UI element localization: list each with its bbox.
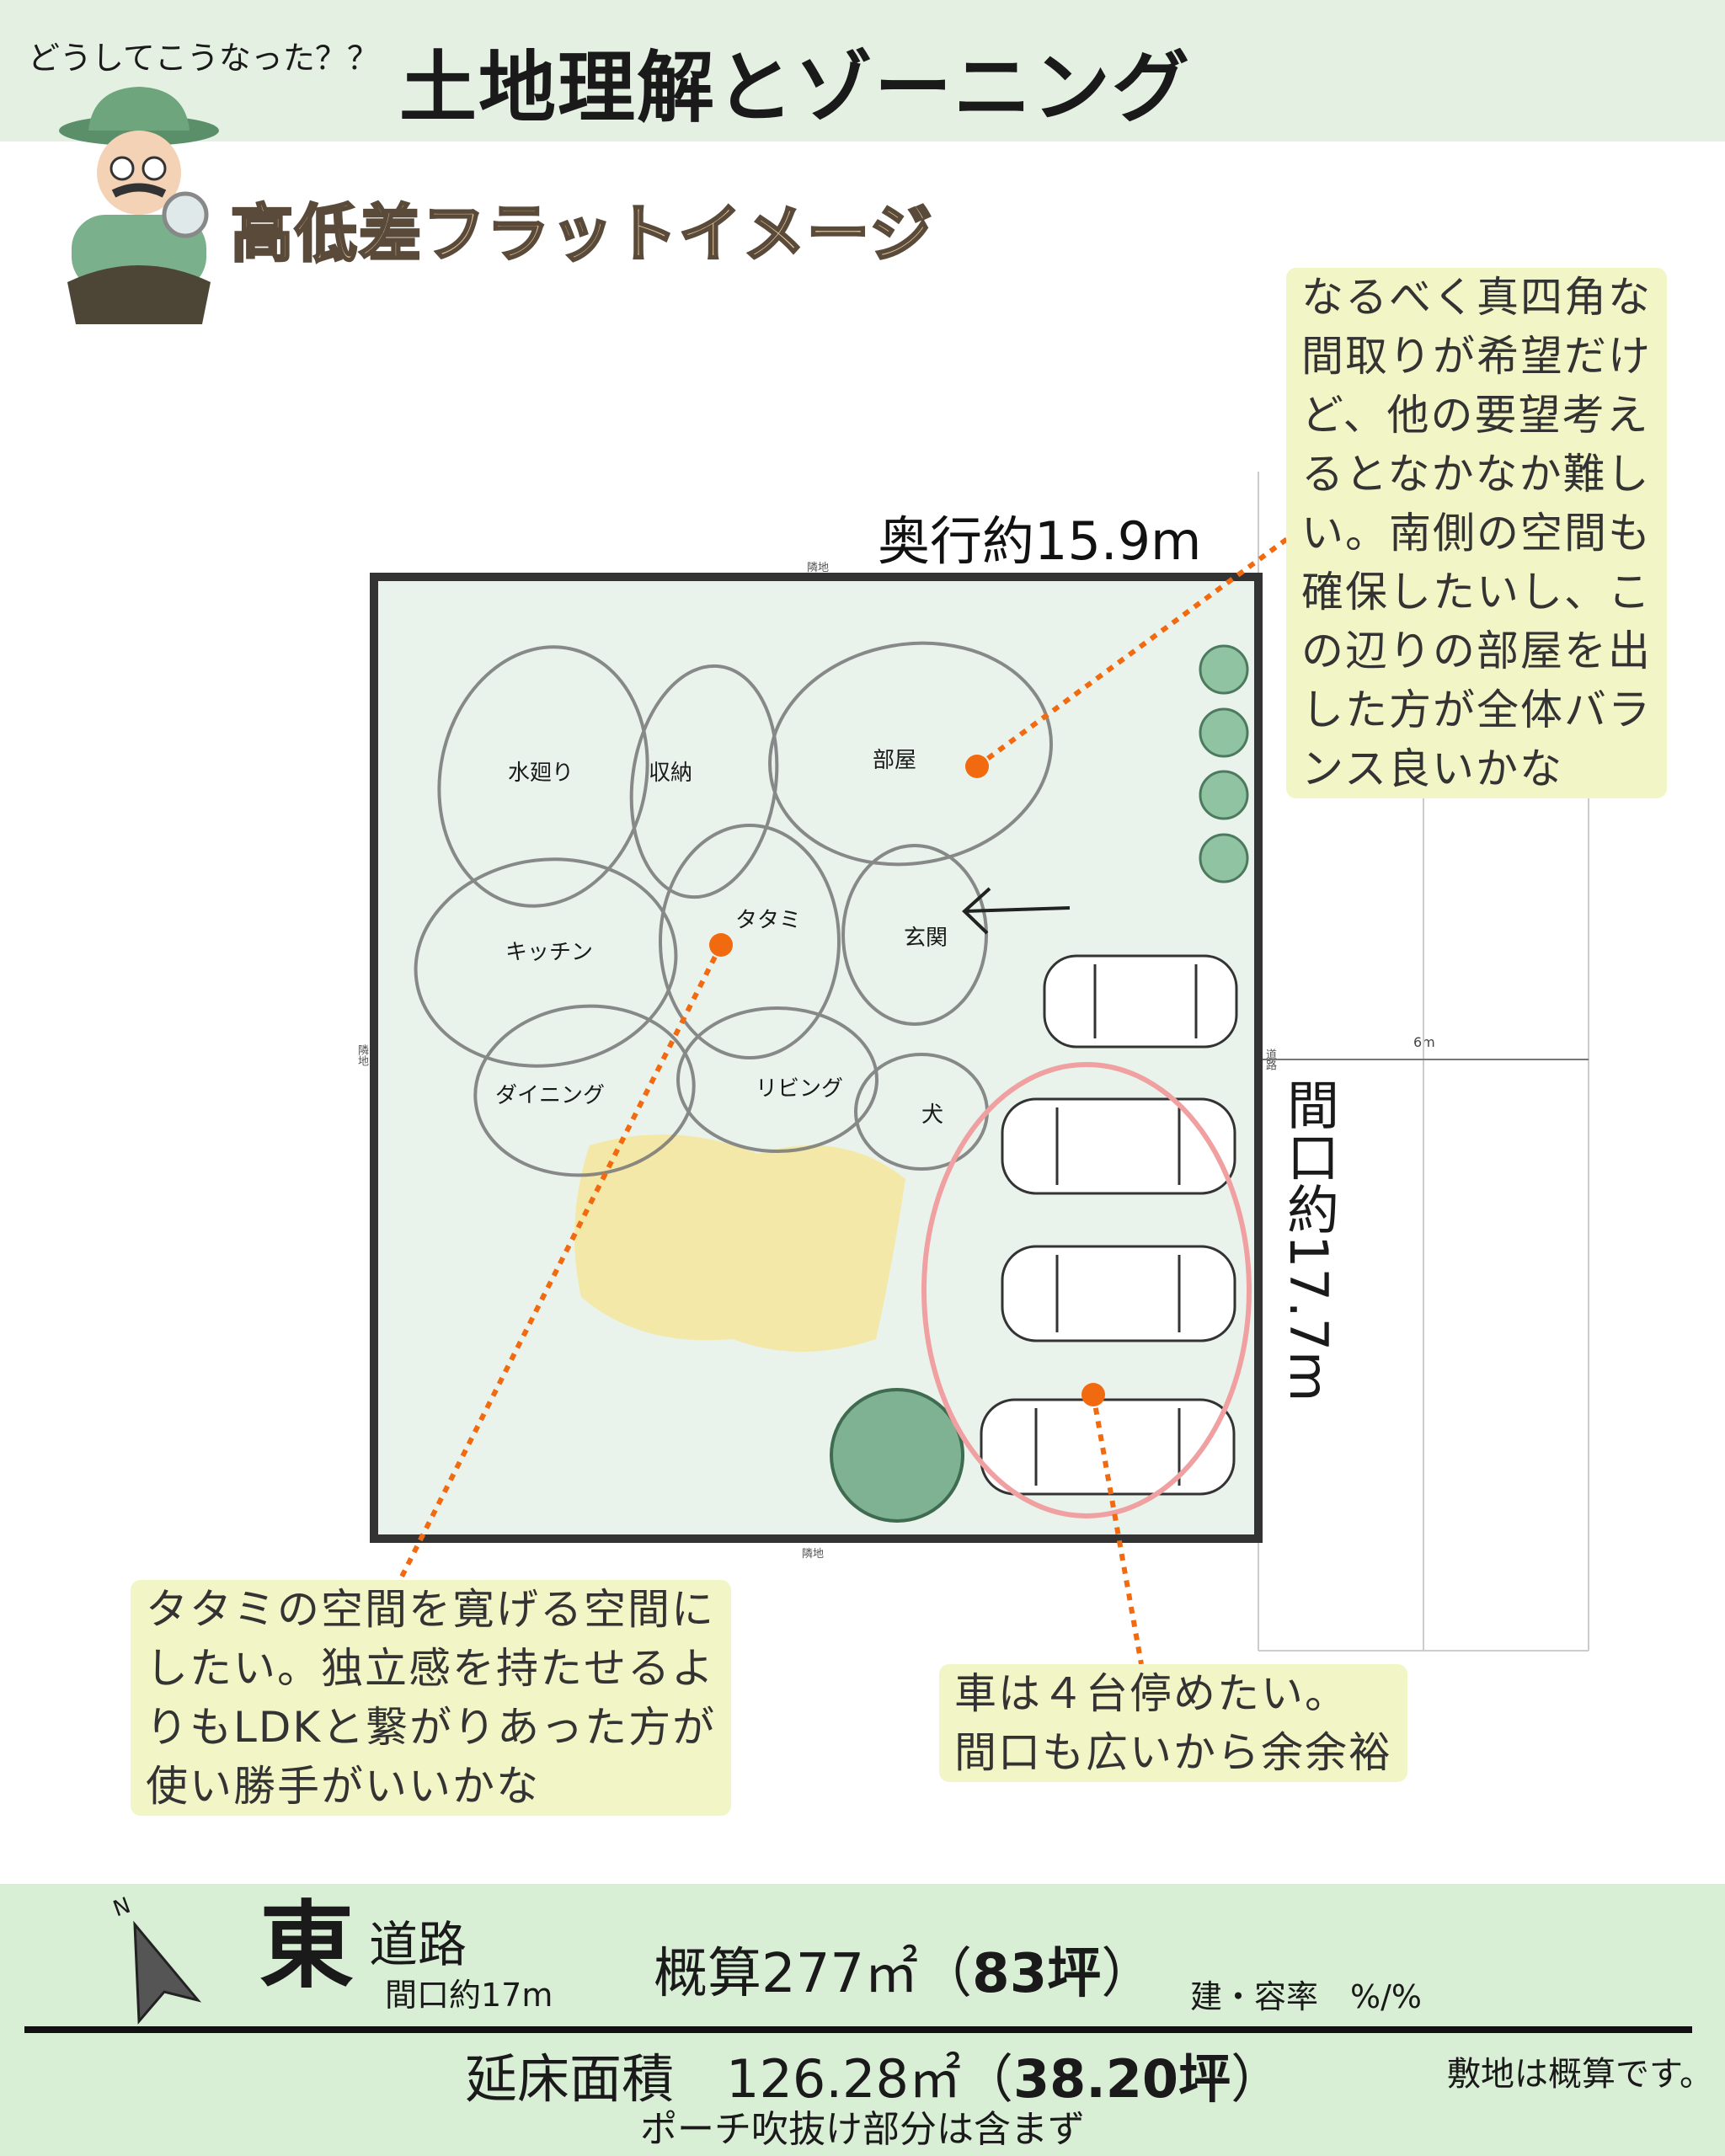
detective-illustration bbox=[59, 87, 219, 324]
note-line: るとなかなか難し bbox=[1301, 450, 1651, 499]
note-line: した方が全体バラ bbox=[1301, 686, 1652, 734]
site-plot bbox=[370, 573, 1263, 1543]
note-right: なるべく真四角な 間取りが希望だけ ど、他の要望考え るとなかなか難し い。南側… bbox=[1286, 268, 1667, 798]
zone-label-tatami: タタミ bbox=[735, 908, 802, 933]
floor-area-value: 延床面積 126.28㎡（ bbox=[465, 2048, 1013, 2110]
leader-lines bbox=[397, 527, 1301, 1665]
depth-label: 奥行約15.9m bbox=[878, 510, 1202, 572]
zone-label-storage: 収納 bbox=[649, 760, 693, 786]
annotation-dots bbox=[709, 755, 1105, 1406]
note-cars: 車は４台停めたい。 間口も広いから余余裕 bbox=[939, 1664, 1407, 1782]
site-area-value: 概算277㎡（ bbox=[654, 1943, 973, 2005]
cars bbox=[980, 954, 1238, 1496]
subtitle: 高低差フラットイメージ bbox=[230, 197, 934, 272]
note-line: 使い勝手がいいかな bbox=[146, 1762, 540, 1811]
tree-row bbox=[1199, 644, 1249, 883]
page-title: 土地理解とゾーニング bbox=[399, 43, 1192, 133]
open-space-blob bbox=[574, 1134, 905, 1352]
entry-arrow-icon bbox=[962, 887, 1071, 935]
kicker-text: どうしてこうなった？？ bbox=[28, 40, 379, 77]
zone-label-water: 水廻り bbox=[508, 760, 574, 786]
zone-label-dog: 犬 bbox=[921, 1102, 944, 1128]
note-line: 確保したいし、こ bbox=[1301, 568, 1652, 616]
neighbor-label-bottom: 隣地 bbox=[802, 1548, 825, 1561]
site-area-tsubo: 83坪 bbox=[972, 1943, 1102, 2005]
site-area-note: 敷地は概算です。 bbox=[1447, 2055, 1713, 2094]
note-line: 間取りが希望だけ bbox=[1301, 332, 1652, 381]
road-label: 道路 bbox=[369, 1916, 467, 1973]
note-line: 間口も広いから余余裕 bbox=[954, 1728, 1392, 1777]
note-line: タタミの空間を寛げる空間に bbox=[146, 1585, 715, 1634]
zone-label-room: 部屋 bbox=[873, 748, 917, 773]
floor-area: 延床面積 126.28㎡（38.20坪） bbox=[465, 2036, 1283, 2112]
site-area: 概算277㎡（83坪） bbox=[654, 1930, 1155, 2008]
road-frontage: 間口約17m bbox=[385, 1977, 553, 2014]
footer-divider bbox=[24, 2026, 1692, 2033]
coverage-ratio: 建・容率 %/% bbox=[1190, 1978, 1423, 2015]
zone-label-kitchen: キッチン bbox=[505, 940, 594, 965]
note-line: 車は４台停めたい。 bbox=[954, 1669, 1348, 1718]
neighbor-label-top: 隣地 bbox=[807, 562, 830, 574]
zone-label-dining: ダイニング bbox=[495, 1083, 606, 1108]
zone-label-living: リビング bbox=[756, 1076, 844, 1102]
site-plan bbox=[370, 472, 1589, 1665]
compass-arrow-icon bbox=[133, 1920, 202, 2025]
frontage-label: 間口約17.7m bbox=[1278, 1078, 1339, 1402]
note-line: りもLDKと繋がりあった方が bbox=[146, 1703, 717, 1752]
header-band bbox=[0, 0, 1725, 141]
zone-bubbles bbox=[414, 641, 1053, 1177]
note-line: い。南側の空間も bbox=[1301, 509, 1652, 558]
note-line: の辺りの部屋を出 bbox=[1301, 627, 1652, 675]
floor-area-note: ポーチ吹抜け部分は含まず bbox=[640, 2108, 1085, 2151]
parking-highlight bbox=[921, 1062, 1252, 1518]
note-line: ンス良いかな bbox=[1301, 744, 1563, 793]
zone-label-entrance: 玄関 bbox=[904, 926, 948, 951]
road-direction: 東 bbox=[259, 1892, 354, 2001]
floor-area-close: ） bbox=[1231, 2048, 1284, 2110]
note-tatami: タタミの空間を寛げる空間に したい。独立感を持たせるよ りもLDKと繋がりあった… bbox=[131, 1580, 732, 1816]
neighbor-label-left: 隣地 bbox=[355, 1044, 368, 1066]
footer-band bbox=[0, 1884, 1725, 2156]
large-tree bbox=[830, 1388, 964, 1523]
note-line: なるべく真四角な bbox=[1301, 273, 1652, 322]
floor-area-tsubo: 38.20坪 bbox=[1012, 2048, 1231, 2110]
note-line: したい。独立感を持たせるよ bbox=[146, 1644, 715, 1693]
note-line: ど、他の要望考え bbox=[1301, 391, 1650, 440]
site-area-close: ） bbox=[1101, 1943, 1156, 2005]
